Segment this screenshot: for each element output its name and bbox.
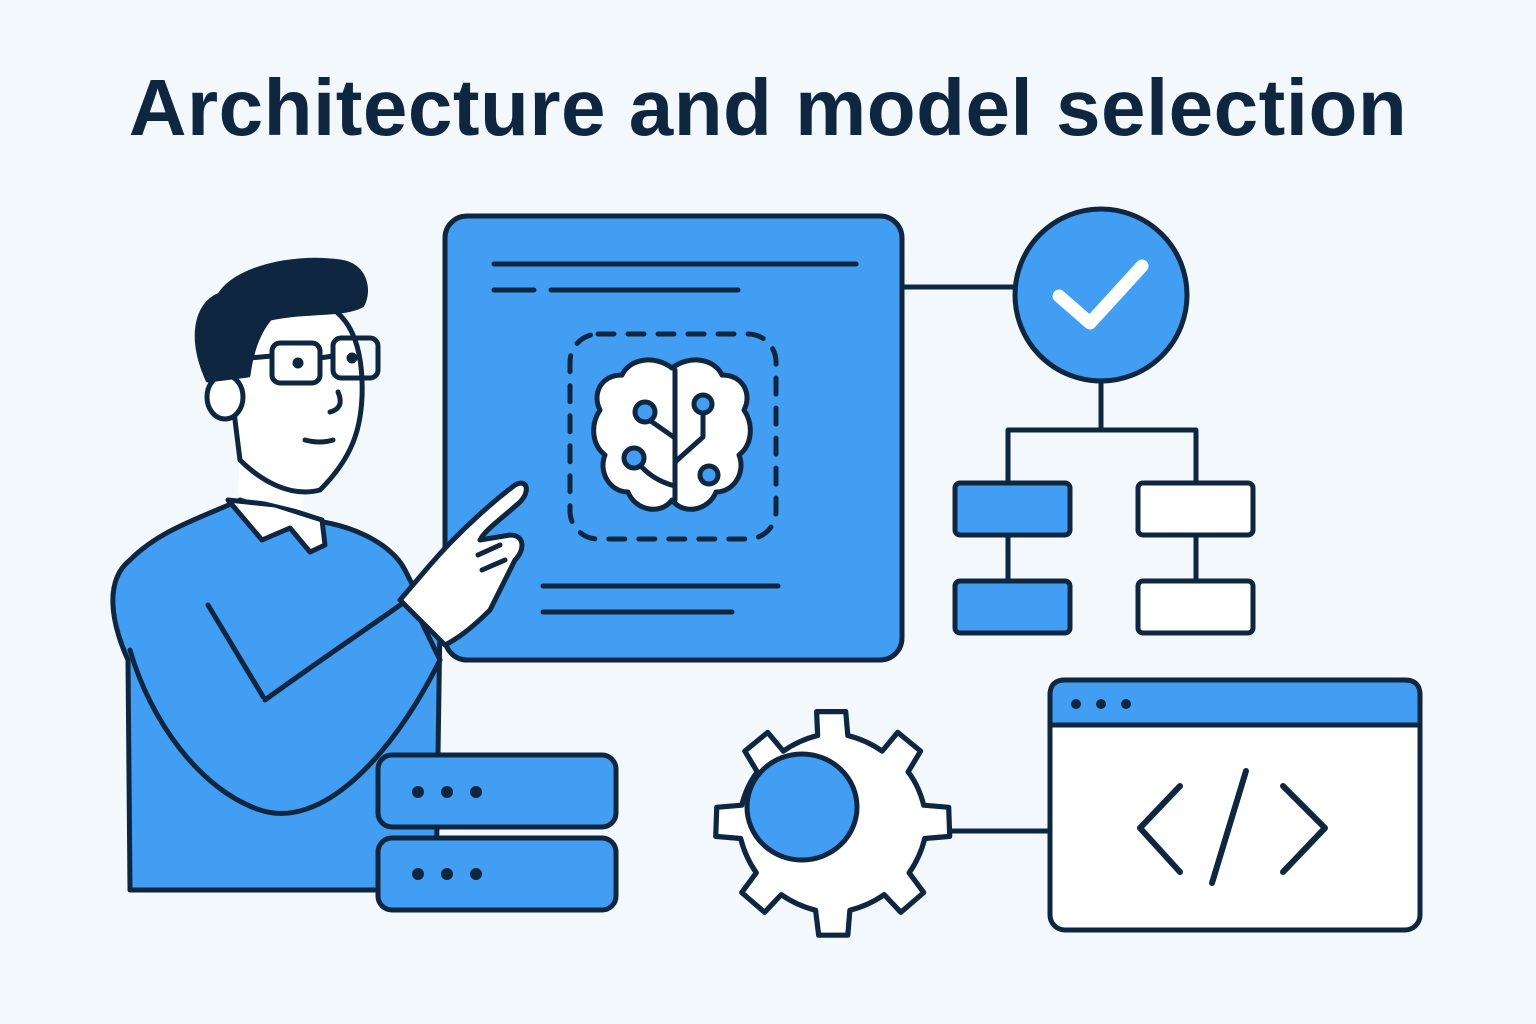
glasses: [269, 340, 323, 386]
tree-branch: [1005, 427, 1199, 487]
gear-icon: [713, 708, 953, 938]
tree-box-left-2: [952, 578, 1073, 636]
tree-box-right-2: [1135, 578, 1256, 636]
model-panel: [442, 213, 905, 663]
code-brackets-icon: [1137, 768, 1328, 886]
window-dot: [1096, 699, 1106, 709]
code-window: [1047, 677, 1423, 933]
window-dot: [1071, 699, 1081, 709]
tree-box-right-1: [1135, 480, 1256, 538]
page-title: Architecture and model selection: [128, 63, 1408, 152]
checkmark-icon: [1052, 259, 1149, 330]
check-node: [1012, 206, 1190, 384]
server-stack: [375, 752, 619, 913]
window-dot: [1121, 699, 1131, 709]
person: [110, 257, 529, 893]
tree-box-left-1: [952, 480, 1073, 538]
brain-circuit-icon: [591, 357, 753, 512]
